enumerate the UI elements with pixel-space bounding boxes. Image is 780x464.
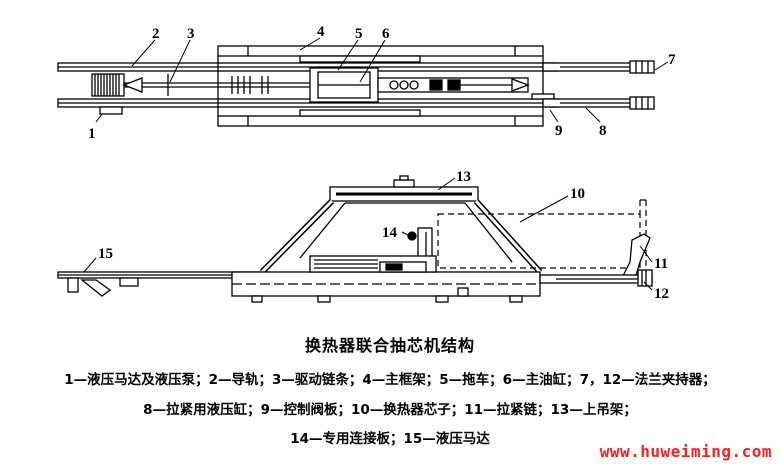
- legend-line-3: 14—专用连接板；15—液压马达: [290, 431, 490, 447]
- tensioning-cylinder: [542, 96, 655, 110]
- flange-clamp-lower: [539, 269, 653, 287]
- figure-title: 换热器联合抽芯机结构: [304, 336, 475, 355]
- callout-8: 8: [599, 123, 607, 139]
- callout-5: 5: [355, 26, 363, 42]
- heat-exchanger-core: [437, 199, 647, 269]
- side-view: [57, 175, 653, 303]
- legend-line-1: 1—液压马达及液压泵；2—导轨；3—驱动链条；4—主框架；5—拖车；6—主油缸；…: [64, 372, 716, 388]
- extractor-diagram: 1 2 3 4 5 6 7 8 9 10 11 12 13 14 15: [57, 24, 676, 303]
- leader-lines-top: [95, 37, 669, 123]
- callout-12: 12: [654, 286, 669, 302]
- callout-9: 9: [555, 123, 563, 139]
- watermark: www.huweiming.com: [599, 442, 772, 461]
- callout-1: 1: [88, 126, 96, 142]
- upper-hanging-frame: [259, 175, 543, 275]
- callout-10: 10: [570, 186, 585, 202]
- flange-clamp-upper: [542, 60, 655, 74]
- drive-chain: [122, 74, 310, 96]
- callout-15: 15: [98, 246, 113, 262]
- top-view: [57, 37, 669, 127]
- leader-lines-side: [83, 177, 653, 291]
- main-frame: [217, 45, 544, 127]
- connecting-plate: [407, 227, 433, 263]
- main-bed: [231, 255, 541, 303]
- callout-11: 11: [654, 256, 668, 272]
- callout-13: 13: [456, 169, 471, 185]
- main-cylinder: [377, 77, 530, 93]
- tensioning-chain: [619, 233, 651, 283]
- legend-line-2: 8—拉紧用液压缸；9—控制阀板；10—换热器芯子；11—拉紧链；13—上吊架；: [143, 402, 637, 418]
- callout-4: 4: [317, 24, 325, 40]
- callout-6: 6: [382, 26, 390, 42]
- callout-14: 14: [382, 225, 398, 241]
- control-valve-plate: [531, 93, 555, 100]
- callout-2: 2: [152, 26, 160, 42]
- callout-7: 7: [668, 52, 676, 68]
- hydraulic-motor-pump: [91, 73, 125, 115]
- callout-3: 3: [187, 26, 195, 42]
- trolley: [309, 67, 379, 103]
